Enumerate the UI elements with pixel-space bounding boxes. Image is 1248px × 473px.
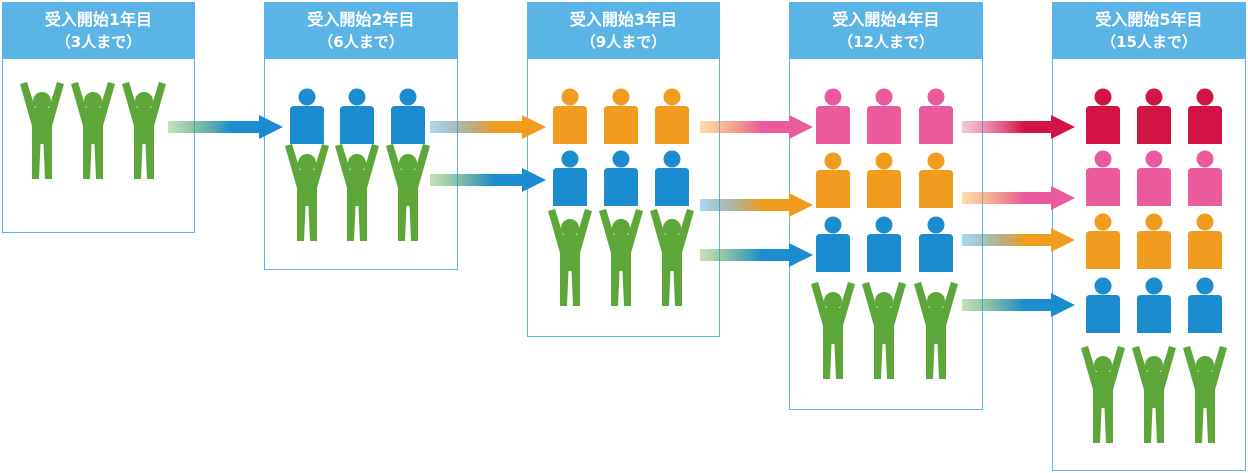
flow-arrow-5 bbox=[700, 193, 813, 217]
person-green-cheering-s3-c1 bbox=[548, 209, 592, 306]
stage-subtitle-5: （15人まで） bbox=[1101, 33, 1197, 51]
person-green-cheering-s5-c1 bbox=[1081, 346, 1125, 443]
person-blue-s2-r1-c2 bbox=[340, 88, 374, 144]
person-orange-s5-r3-c2 bbox=[1137, 213, 1171, 269]
person-pink-s5-r2-c1 bbox=[1086, 150, 1120, 206]
person-green-cheering-s3-c3 bbox=[650, 209, 694, 306]
flow-arrow-10 bbox=[962, 293, 1075, 317]
person-pink-s5-r2-c2 bbox=[1137, 150, 1171, 206]
person-blue-s4-r3-c3 bbox=[919, 216, 953, 272]
stage-subtitle-4: （12人まで） bbox=[838, 33, 934, 51]
person-orange-s5-r3-c3 bbox=[1188, 213, 1222, 269]
person-green-cheering-s1-c1 bbox=[20, 82, 64, 179]
person-green-cheering-s1-c2 bbox=[71, 82, 115, 179]
stage-title-3: 受入開始3年目 bbox=[569, 10, 678, 29]
person-blue-s4-r3-c1 bbox=[816, 216, 850, 272]
person-green-cheering-s4-c1 bbox=[811, 282, 855, 379]
person-green-cheering-s3-c2 bbox=[599, 209, 643, 306]
stage-subtitle-1: （3人まで） bbox=[55, 33, 142, 51]
person-orange-s3-r1-c2 bbox=[604, 88, 638, 144]
stage-title-5: 受入開始5年目 bbox=[1095, 10, 1203, 29]
person-orange-s3-r1-c3 bbox=[655, 88, 689, 144]
stage-subtitle-3: （9人まで） bbox=[580, 33, 667, 51]
person-green-cheering-s2-c2 bbox=[335, 144, 379, 241]
person-red-s5-r1-c2 bbox=[1137, 88, 1171, 144]
person-green-cheering-s5-c3 bbox=[1183, 346, 1227, 443]
stage-header-3: 受入開始3年目 （9人まで） bbox=[528, 3, 719, 59]
person-orange-s4-r2-c1 bbox=[816, 152, 850, 208]
stage-header-5: 受入開始5年目 （15人まで） bbox=[1053, 3, 1245, 59]
person-green-cheering-s1-c3 bbox=[122, 82, 166, 179]
person-green-cheering-s4-c2 bbox=[862, 282, 906, 379]
person-orange-s4-r2-c2 bbox=[867, 152, 901, 208]
stage-subtitle-2: （6人まで） bbox=[318, 33, 404, 51]
person-blue-s3-r2-c1 bbox=[553, 150, 587, 206]
person-green-cheering-s4-c3 bbox=[914, 282, 958, 379]
stage-title-1: 受入開始1年目 bbox=[44, 10, 153, 29]
person-orange-s3-r1-c1 bbox=[553, 88, 587, 144]
person-green-cheering-s2-c3 bbox=[386, 144, 430, 241]
person-green-cheering-s2-c1 bbox=[285, 144, 329, 241]
person-blue-s3-r2-c2 bbox=[604, 150, 638, 206]
stage-header-2: 受入開始2年目 （6人まで） bbox=[265, 3, 457, 59]
stage-title-2: 受入開始2年目 bbox=[307, 10, 415, 29]
person-orange-s5-r3-c1 bbox=[1086, 213, 1120, 269]
person-blue-s2-r1-c3 bbox=[391, 88, 425, 144]
flow-arrow-2 bbox=[430, 115, 546, 139]
flow-arrow-6 bbox=[700, 243, 813, 267]
flow-arrow-3 bbox=[430, 168, 546, 192]
stage-header-1: 受入開始1年目 （3人まで） bbox=[3, 3, 194, 59]
stage-header-4: 受入開始4年目 （12人まで） bbox=[790, 3, 982, 59]
person-green-cheering-s5-c2 bbox=[1132, 346, 1176, 443]
person-blue-s3-r2-c3 bbox=[655, 150, 689, 206]
person-pink-s4-r1-c3 bbox=[919, 88, 953, 144]
flow-arrow-9 bbox=[962, 228, 1075, 252]
person-blue-s2-r1-c1 bbox=[290, 88, 324, 144]
person-pink-s4-r1-c2 bbox=[867, 88, 901, 144]
person-red-s5-r1-c3 bbox=[1188, 88, 1222, 144]
stage-title-4: 受入開始4年目 bbox=[832, 10, 940, 29]
flow-arrow-7 bbox=[962, 115, 1075, 139]
flow-arrow-8 bbox=[962, 186, 1075, 210]
person-pink-s4-r1-c1 bbox=[816, 88, 850, 144]
person-pink-s5-r2-c3 bbox=[1188, 150, 1222, 206]
person-red-s5-r1-c1 bbox=[1086, 88, 1120, 144]
person-blue-s5-r4-c2 bbox=[1137, 277, 1171, 333]
flow-arrow-1 bbox=[168, 115, 283, 139]
person-orange-s4-r2-c3 bbox=[919, 152, 953, 208]
flow-arrow-4 bbox=[700, 115, 813, 139]
person-blue-s4-r3-c2 bbox=[867, 216, 901, 272]
person-blue-s5-r4-c1 bbox=[1086, 277, 1120, 333]
person-blue-s5-r4-c3 bbox=[1188, 277, 1222, 333]
